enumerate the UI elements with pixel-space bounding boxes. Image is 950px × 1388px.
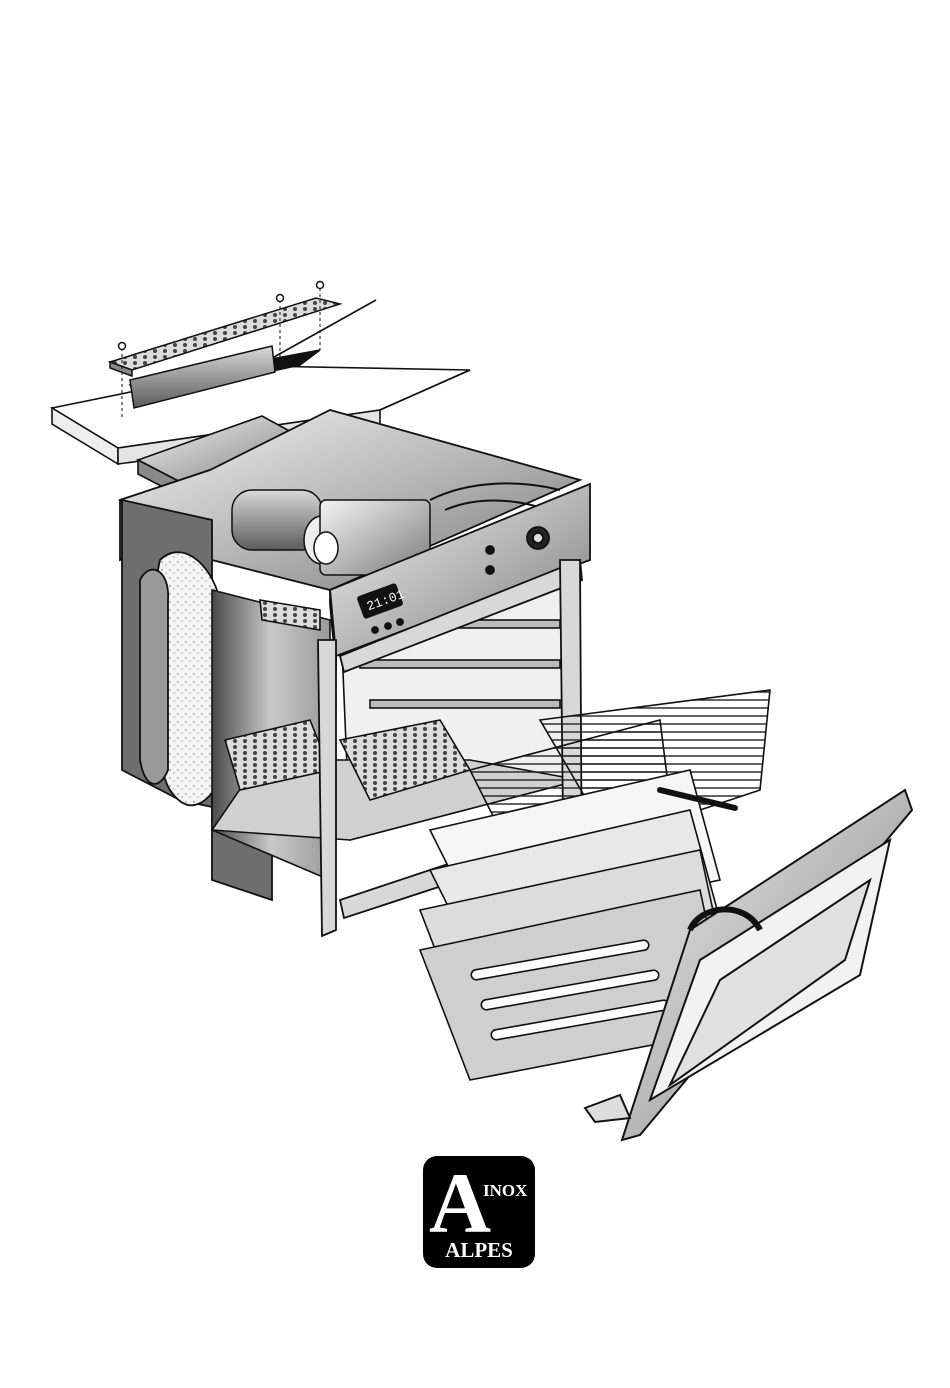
door-hinge <box>585 1095 630 1122</box>
control-knob <box>527 527 549 549</box>
alpes-inox-logo: A INOX ALPES <box>423 1156 535 1268</box>
logo-letter: A <box>429 1156 491 1251</box>
logo-word-inox: INOX <box>483 1181 528 1200</box>
logo-word-alpes: ALPES <box>445 1238 513 1262</box>
